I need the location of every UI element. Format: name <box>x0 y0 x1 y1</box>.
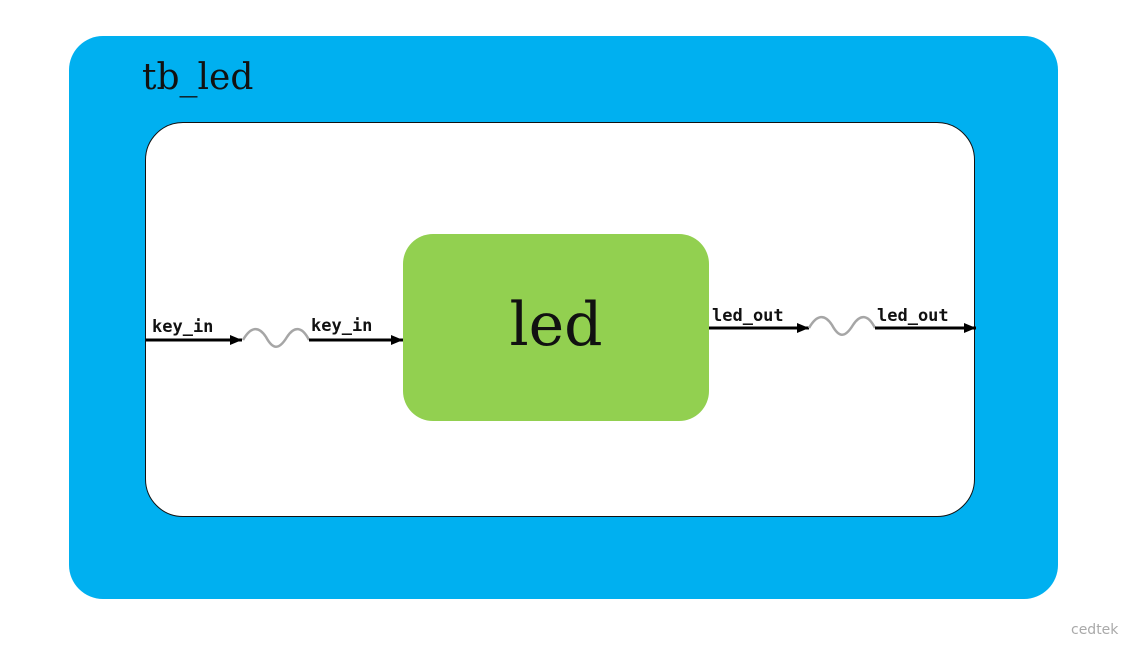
led-out-module-label: led_out <box>712 306 784 326</box>
led-out-testbench-label: led_out <box>877 306 949 326</box>
key-in-module-label: key_in <box>311 316 373 336</box>
key-in-testbench-label: key_in <box>152 317 214 337</box>
watermark-text: cedtek <box>1071 622 1119 638</box>
led-module-block: led <box>403 234 709 421</box>
testbench-title: tb_led <box>142 57 254 98</box>
led-module-label: led <box>509 289 603 360</box>
